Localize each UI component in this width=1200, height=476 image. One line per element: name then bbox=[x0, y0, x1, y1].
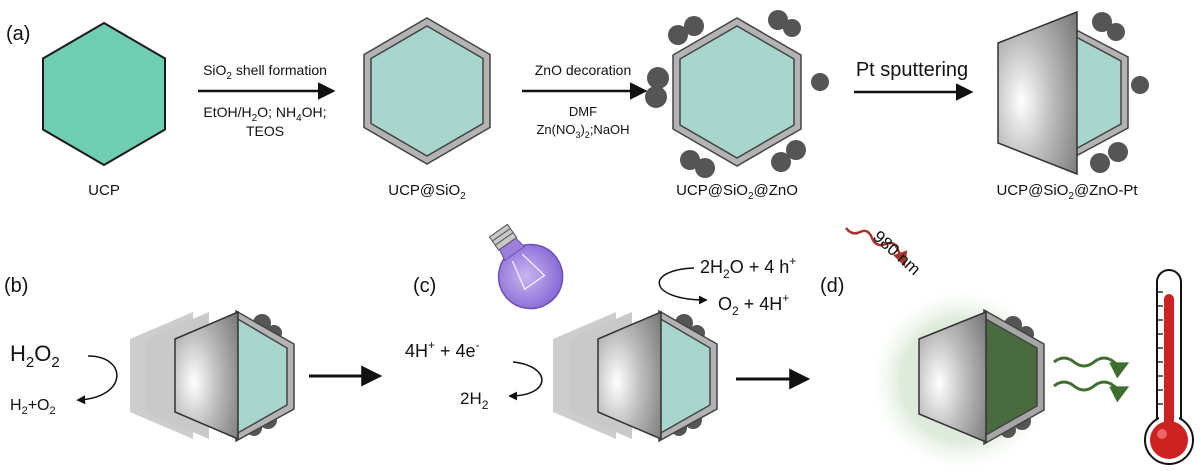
ucp-sio2-zno-particle bbox=[645, 10, 829, 178]
c-reduction-reactant: 4H+ + 4e- bbox=[405, 338, 480, 361]
nir-laser-beam bbox=[845, 227, 908, 267]
light-bulb-icon bbox=[488, 223, 564, 310]
c-reduction-product: 2H2 bbox=[460, 389, 489, 412]
b-products: H2+O2 bbox=[10, 397, 56, 417]
label-ucp-sio2-zno-pt: UCP@SiO2@ZnO-Pt bbox=[996, 182, 1138, 202]
ucp-sio2-zno-pt-particle bbox=[997, 10, 1149, 176]
label-ucp: UCP bbox=[88, 182, 120, 199]
step2-title: ZnO decoration bbox=[535, 62, 632, 78]
panel-label-a: (a) bbox=[6, 23, 30, 45]
step2-solvent: DMF bbox=[569, 104, 597, 119]
d-janus-particle bbox=[918, 308, 1045, 446]
c-moving-janus-particle bbox=[553, 309, 718, 443]
step2-reagents: Zn(NO3)2;NaOH bbox=[536, 122, 629, 140]
c-oxidation-reactant: 2H2O + 4 h+ bbox=[700, 254, 796, 281]
c-oxidation-arrow bbox=[658, 267, 708, 305]
b-moving-janus-particle bbox=[130, 309, 295, 443]
label-ucp-sio2-zno: UCP@SiO2@ZnO bbox=[676, 182, 798, 202]
label-ucp-sio2: UCP@SiO2 bbox=[388, 182, 466, 202]
step1-title: SiO2 shell formation bbox=[203, 62, 327, 82]
heat-waves bbox=[1053, 356, 1130, 403]
c-oxidation-product: O2 + 4H+ bbox=[718, 291, 789, 318]
panel-label-d: (d) bbox=[820, 275, 844, 297]
c-reduction-arrow bbox=[508, 361, 543, 401]
ucp-particle bbox=[42, 21, 166, 167]
step1-reagent-teos: TEOS bbox=[246, 123, 284, 139]
panel-label-c: (c) bbox=[413, 275, 436, 297]
step1-reagents: EtOH/H2O; NH4OH; bbox=[203, 104, 326, 124]
ucp-sio2-particle bbox=[363, 17, 491, 165]
step3-title: Pt sputtering bbox=[856, 59, 968, 81]
b-reactant-h2o2: H2O2 bbox=[10, 341, 60, 371]
laser-wavelength-label: 980 nm bbox=[869, 227, 924, 279]
thermometer-icon bbox=[1144, 269, 1194, 465]
panel-label-b: (b) bbox=[4, 275, 28, 297]
b-reaction-arrow bbox=[76, 355, 118, 405]
